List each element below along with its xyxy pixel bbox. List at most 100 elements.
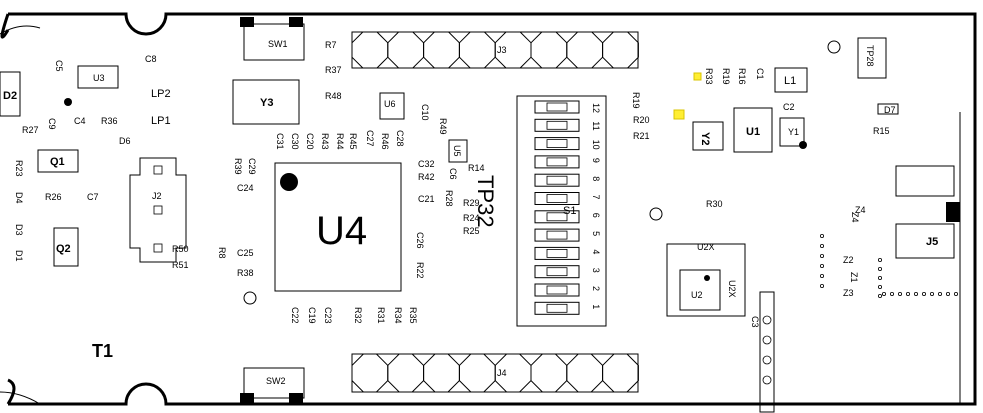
label-lp1: LP1 — [151, 115, 171, 127]
label-z3: Z3 — [843, 288, 854, 298]
label-r26: R26 — [45, 192, 62, 202]
dip-switch-slot — [534, 301, 580, 315]
label-r28: R28 — [444, 190, 454, 207]
label-j5: J5 — [926, 236, 938, 248]
label-r15: R15 — [873, 126, 890, 136]
label-r19: R19 — [721, 68, 731, 85]
label-t1: T1 — [92, 341, 113, 361]
label-r51: R51 — [172, 260, 189, 270]
header-pin — [387, 353, 425, 393]
via-dot — [890, 291, 895, 296]
via-dot — [820, 283, 825, 288]
dip-position-number: 11 — [591, 121, 601, 130]
dip-switch-slot — [534, 100, 580, 114]
header-j4: J4 — [351, 353, 639, 393]
dip-switch-actuator — [546, 267, 568, 277]
header-pin — [458, 31, 496, 69]
header-pin — [458, 353, 496, 393]
via-dot — [820, 243, 825, 248]
dip-switch-slot — [534, 192, 580, 205]
dip-switch-actuator — [546, 285, 568, 295]
dip-switch-slot — [534, 283, 580, 297]
label-r19b: R19 — [631, 92, 641, 109]
label-sw2: SW2 — [266, 376, 286, 386]
dip-position-number: 6 — [591, 213, 601, 218]
dip-switch-slot — [534, 118, 580, 132]
label-r50: R50 — [172, 244, 189, 254]
label-c29: C29 — [247, 158, 257, 175]
label-c23: C23 — [323, 307, 333, 324]
label-r25: R25 — [463, 226, 480, 236]
label-u5: U5 — [452, 145, 462, 157]
dip-switch-actuator — [546, 102, 568, 112]
label-r24: R24 — [463, 213, 480, 223]
header-pin — [423, 31, 460, 69]
label-z1: Z1 — [849, 272, 859, 283]
label-c32: C32 — [418, 159, 435, 169]
header-pin — [494, 31, 532, 69]
via-dot — [878, 293, 883, 298]
label-r34: R34 — [393, 307, 403, 324]
label-r22: R22 — [415, 262, 425, 279]
header-pin — [566, 31, 604, 69]
label-r7: R7 — [325, 40, 337, 50]
dip-switch-slot — [534, 246, 580, 260]
label-d7: D7 — [884, 105, 896, 115]
highlight-pad-2 — [673, 109, 685, 120]
left-components: U3 D2 Q1 Q2 LP2 LP1 C8 C4 R36 R27 D6 R26… — [0, 54, 171, 361]
header-pin — [530, 31, 568, 69]
dip-switch-slot — [534, 265, 580, 279]
via-dot — [878, 266, 883, 271]
label-s1: S1 — [563, 205, 576, 217]
dip-switch-actuator — [546, 194, 568, 203]
via-dot — [820, 233, 825, 238]
label-r35: R35 — [408, 307, 418, 324]
middle-passives: R7 R37 R48 C10 R49 C31 C30 C20 R43 R44 R… — [217, 40, 485, 324]
dip-switch-actuator — [546, 230, 568, 240]
dip-position-number: 1 — [591, 304, 601, 309]
label-z4: Z4 — [855, 205, 866, 215]
via-dot — [954, 291, 959, 296]
label-j2: J2 — [152, 191, 162, 201]
label-r48: R48 — [325, 91, 342, 101]
header-pin — [602, 31, 639, 69]
label-z5: Z4 — [850, 212, 860, 223]
via-dot — [914, 291, 919, 296]
label-r8: R8 — [217, 247, 227, 259]
label-c31: C31 — [275, 133, 285, 150]
label-r36: R36 — [101, 116, 118, 126]
label-j3: J3 — [497, 45, 507, 55]
label-u6: U6 — [384, 99, 396, 109]
via-dot — [878, 284, 883, 289]
label-d3: D3 — [14, 224, 24, 236]
label-q2: Q2 — [56, 243, 71, 255]
right-components: R33 R19 R16 C1 L1 TP28 C2 D7 R15 R19 R20… — [631, 37, 961, 413]
label-lp2: LP2 — [151, 88, 171, 100]
dip-switch-actuator — [546, 139, 568, 149]
label-d1: D1 — [14, 250, 24, 262]
header-pin — [387, 31, 425, 69]
label-r30: R30 — [706, 199, 723, 209]
label-q1: Q1 — [50, 156, 65, 168]
dip-switch-slot — [534, 155, 580, 169]
label-c28: C28 — [395, 130, 405, 147]
label-tp28: TP28 — [865, 45, 875, 67]
header-pin — [602, 353, 639, 393]
label-r23: R23 — [14, 160, 24, 177]
label-z2: Z2 — [843, 255, 854, 265]
chip-u4: U4 — [274, 162, 402, 292]
via-dot — [930, 291, 935, 296]
label-c1: C1 — [755, 68, 765, 80]
label-u4: U4 — [316, 209, 367, 253]
label-r44: R44 — [335, 133, 345, 150]
dip-position-number: 12 — [591, 103, 601, 113]
via-dot — [906, 291, 911, 296]
via-dot — [878, 275, 883, 280]
via-dot — [898, 291, 903, 296]
label-r16: R16 — [737, 68, 747, 85]
label-c9: C9 — [47, 118, 57, 130]
label-c5: C5 — [54, 60, 64, 72]
label-j4: J4 — [497, 368, 507, 378]
switch-sw1: SW1 — [240, 17, 305, 61]
label-r32: R32 — [353, 307, 363, 324]
